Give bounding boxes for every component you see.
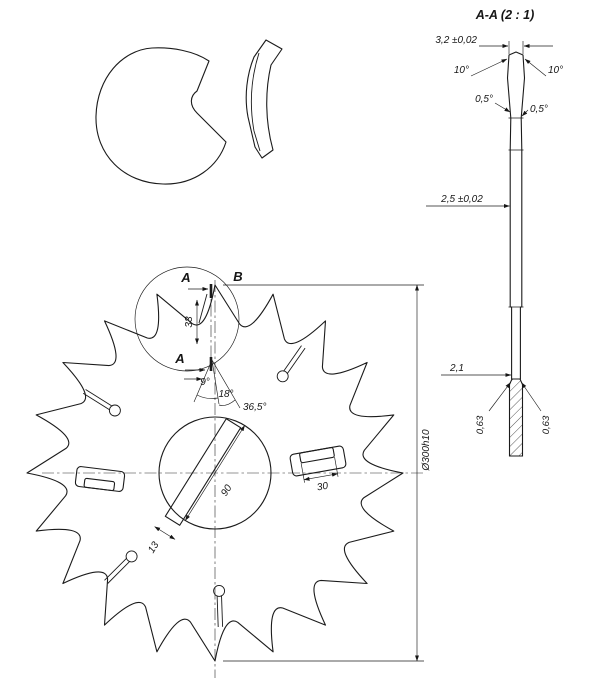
detail-tooth-insert: [245, 39, 283, 159]
drive-slot-dim-line: [303, 472, 338, 481]
blade-outline: [26, 284, 404, 662]
taper-left-leader: [494, 102, 511, 113]
keyway-dim-line: [154, 526, 176, 540]
angle-rake-label: 9°: [200, 377, 210, 388]
section-view: A-A (2 : 1) 3,2 ±0,02 10° 10° 0,5° 0,5° …: [426, 8, 563, 457]
drive-slot-right: 30: [289, 445, 347, 494]
section-profile: [506, 51, 526, 380]
taper-left-label: 0,5°: [475, 94, 493, 105]
section-hub-hatched: [508, 378, 524, 457]
section-label-a-bottom: A: [174, 351, 184, 366]
angle-secondary-label: 18°: [218, 389, 233, 400]
detail-insert-inner-line: [250, 52, 261, 152]
bevel-right-label: 10°: [548, 65, 563, 76]
expansion-slot-lines: [82, 345, 306, 628]
tip-width-label: 3,2 ±0,02: [435, 35, 477, 46]
angle-gullet-label: 36,5°: [243, 402, 266, 413]
chamfer-left-label: 0,63: [475, 415, 486, 434]
detail-blade-body: [95, 47, 227, 185]
outer-dia-dim-label: Ø300h10: [421, 429, 432, 472]
bore-circle: [158, 416, 272, 530]
tooth-braze-line: [198, 293, 208, 324]
bevel-left-label: 10°: [454, 65, 469, 76]
chamfer-left-leader: [488, 382, 511, 412]
body-width-label: 2,5 ±0,02: [440, 194, 483, 205]
keyway-dim-label: 13: [146, 540, 161, 556]
section-transition-ticks: [508, 117, 524, 308]
tooth-dim-label: 33: [184, 316, 195, 328]
bore-dim-label: 90: [219, 483, 234, 499]
detail-circle: [134, 266, 240, 372]
detail-view-b: [95, 39, 283, 185]
detail-label-b: B: [233, 269, 242, 284]
taper-right-label: 0,5°: [530, 104, 548, 115]
keyway-slot: [164, 418, 242, 526]
taper-right-leader: [521, 109, 529, 117]
bore-dim-line: [185, 425, 245, 521]
drive-slot-left-outer: [74, 466, 126, 492]
drive-slot-left: [74, 466, 126, 492]
front-view: 90 13 30 Ø300h10 A A: [26, 266, 432, 678]
hub-width-label: 2,1: [449, 363, 464, 374]
chamfer-right-label: 0,63: [541, 415, 552, 434]
drive-slot-left-tab: [83, 477, 116, 492]
drive-slot-dim-label: 30: [316, 481, 329, 494]
expansion-slot-holes: [108, 370, 289, 597]
angle-fan-arcs: [196, 394, 236, 406]
section-label-a-top: A: [180, 270, 190, 285]
drive-slot-right-tab: [299, 446, 335, 464]
chamfer-right-leader: [521, 382, 542, 412]
bevel-right-leader: [524, 58, 547, 77]
section-title: A-A (2 : 1): [475, 8, 535, 22]
bevel-left-leader: [470, 58, 508, 77]
